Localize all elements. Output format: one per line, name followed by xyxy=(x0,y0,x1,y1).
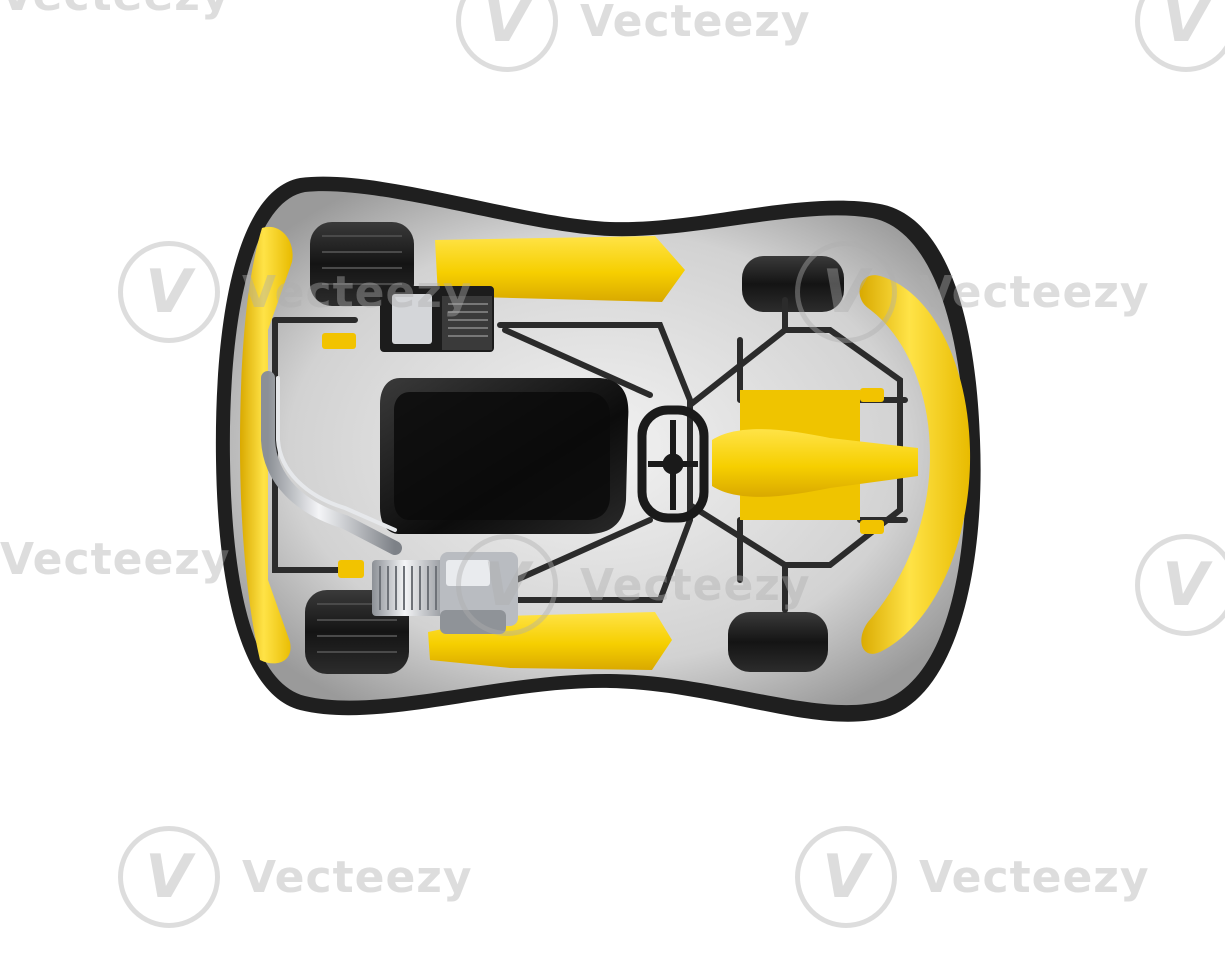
front-fairing xyxy=(712,429,918,497)
left-side-pod xyxy=(435,236,685,302)
steering-wheel xyxy=(637,405,709,523)
front-bumper xyxy=(859,275,971,654)
front-wheel-bottom xyxy=(728,612,828,672)
front-wheel-top xyxy=(742,256,844,312)
exhaust-pipe xyxy=(261,371,402,555)
brackets xyxy=(322,333,884,578)
engine xyxy=(372,552,518,634)
fuel-tank xyxy=(380,286,494,352)
